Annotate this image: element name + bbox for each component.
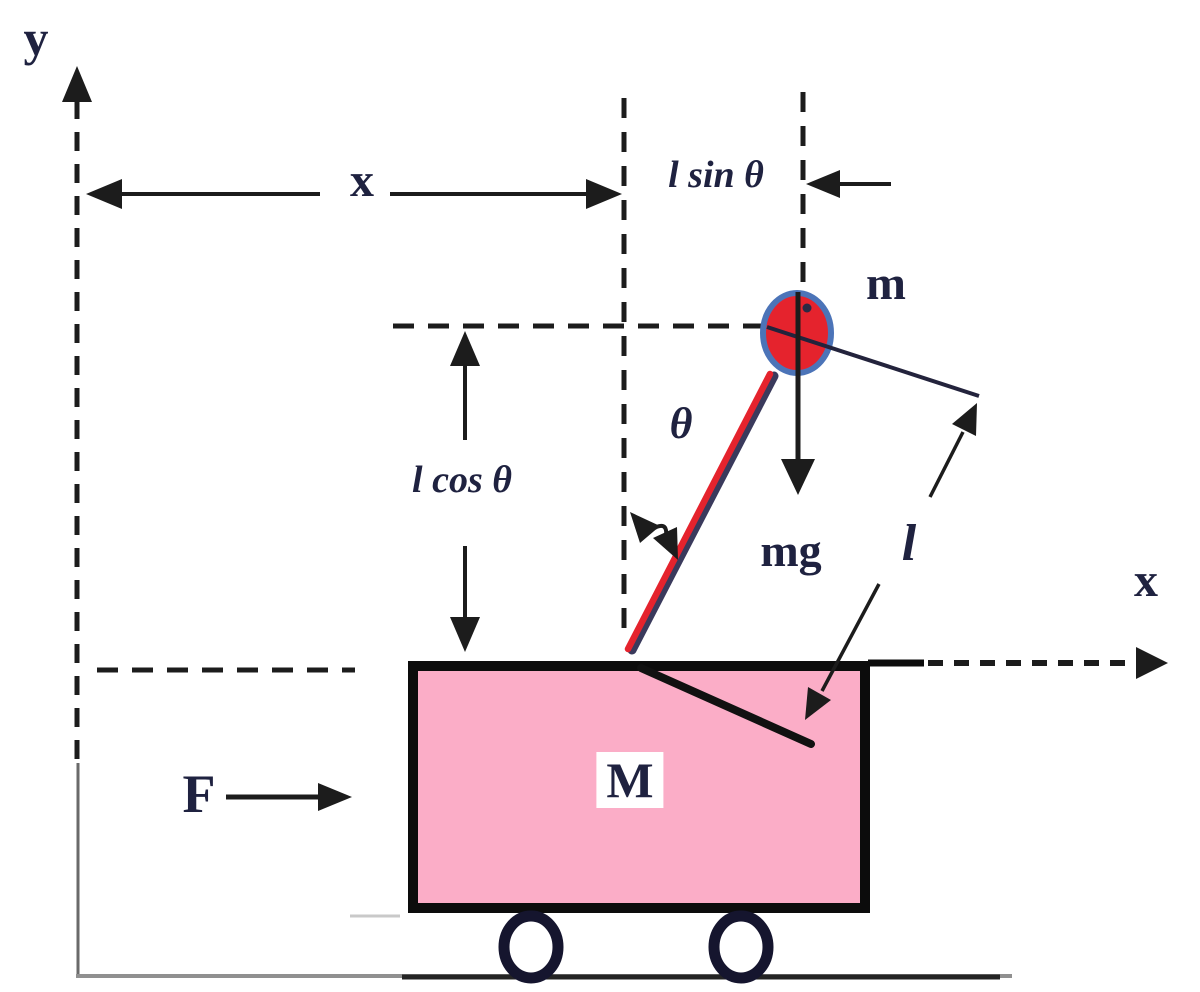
theta-arc-lower-arrowhead <box>653 527 678 560</box>
right-wheel <box>708 910 774 984</box>
weight-label: mg <box>760 525 822 576</box>
l-lower-arrow-line <box>820 583 881 692</box>
cart-mass-label: M <box>596 752 664 808</box>
mg-arrowhead <box>781 459 815 495</box>
x-displacement-label: x <box>350 154 374 207</box>
rod-length-label: l <box>901 515 917 572</box>
y-axis-arrowhead <box>62 66 92 102</box>
l-sin-theta-label: l sin θ <box>668 154 764 196</box>
pendulum-rod <box>624 370 774 653</box>
theta-label: θ <box>669 399 693 448</box>
x-dim-right-arrowhead <box>586 179 622 209</box>
pendulum-rod-shadow <box>627 371 779 655</box>
bob-leader-line <box>766 325 980 398</box>
x-axis-arrowhead <box>1136 647 1168 679</box>
left-wheel <box>498 910 564 984</box>
force-label: F <box>182 764 216 824</box>
force-arrowhead <box>318 783 352 811</box>
l-cos-theta-up-arrowhead <box>450 331 480 366</box>
l-lower-arrowhead <box>805 687 831 720</box>
pendulum-mass-label: m <box>866 257 906 310</box>
x-dim-left-arrowhead <box>86 179 122 209</box>
l-cos-theta-label: l cos θ <box>412 459 512 501</box>
l-upper-arrow-line <box>928 431 965 498</box>
x-axis-label: x <box>1134 554 1158 607</box>
l-cos-theta-down-arrowhead <box>450 617 480 652</box>
cart-diagonal-rod-line <box>637 664 815 748</box>
theta-arc-upper-arrowhead <box>630 512 660 543</box>
bob-dot <box>802 303 812 313</box>
l-sin-theta-arrowhead <box>806 170 840 198</box>
l-upper-arrowhead <box>952 403 977 436</box>
y-axis-label: y <box>23 10 49 66</box>
